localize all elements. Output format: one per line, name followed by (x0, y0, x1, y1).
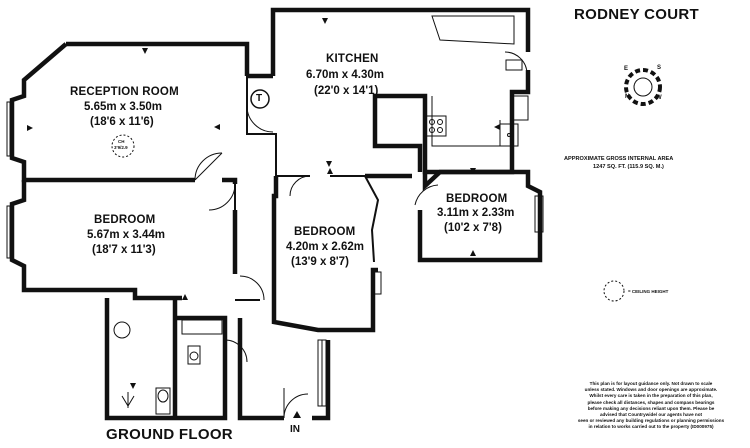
bedroom3-imperial: (10'2 x 7'8) (444, 222, 502, 234)
bedroom2-imperial: (13'9 x 8'7) (291, 256, 349, 268)
bedroom2-name: BEDROOM (294, 226, 356, 238)
gross-area-line2: 1247 SQ. FT. (115.9 SQ. M.) (593, 164, 664, 170)
bedroom2-metric: 4.20m x 2.62m (286, 241, 365, 253)
kitchen-imperial: (22'0 x 14'1) (314, 85, 379, 97)
disclaimer-line: in relation to works carried out to the … (588, 424, 714, 430)
reception-room-imperial: (18'6 x 11'6) (90, 116, 154, 128)
doors (194, 51, 528, 419)
bedroom3-name: BEDROOM (446, 193, 508, 205)
disclaimer-line: This plan is for layout guidance only. N… (589, 381, 713, 386)
disclaimer-line: advised that Countrywide/ our agents hav… (599, 412, 703, 418)
disclaimer-line: Whilst every care is taken in the prepar… (589, 393, 713, 399)
wall-heights (27, 18, 500, 389)
disclaimer: This plan is for layout guidance only. N… (556, 381, 746, 431)
bathroom-fittings (113, 319, 223, 415)
compass-s-label: S (657, 65, 662, 71)
reception-room-metric: 5.65m x 3.50m (84, 101, 163, 113)
bedroom1-name: BEDROOM (94, 214, 156, 226)
legend-marker (603, 280, 625, 302)
bedroom1-imperial: (18'7 x 11'3) (92, 244, 156, 256)
legend-ceiling-label: = CEILING HEIGHT (628, 289, 669, 294)
entrance-arrow-icon (293, 411, 301, 418)
bedroom3-metric: 3.11m x 2.33m (437, 207, 515, 219)
gross-area-line1: APPROXIMATE GROSS INTERNAL AREA (564, 156, 674, 162)
floor-label: GROUND FLOOR (106, 426, 233, 443)
windows (6, 101, 544, 407)
entrance-label: IN (290, 424, 300, 435)
kitchen-name: KITCHEN (326, 53, 379, 65)
disclaimer-line: before making any decisions reliant upon… (587, 405, 715, 411)
disclaimer-line: please check all distances, shapes and c… (587, 399, 715, 405)
ceiling-height-marker (111, 134, 135, 158)
compass-icon (624, 68, 662, 106)
reception-room-name: RECEPTION ROOM (70, 86, 179, 98)
kitchen-metric: 6.70m x 4.30m (306, 69, 385, 81)
reception-ceiling-label: CH (118, 139, 125, 144)
disclaimer-line: seen or reviewed any building regulation… (577, 418, 725, 424)
interior-walls (180, 76, 380, 319)
compass-w-label: W (656, 95, 662, 101)
page-title: RODNEY COURT (574, 6, 699, 23)
disclaimer-line: unless stated. Windows and door openings… (584, 387, 718, 393)
compass-n-label: N (625, 94, 630, 100)
reception-ceiling-value: 3'9/2.9 (114, 145, 128, 150)
cupboard-circle (250, 89, 270, 109)
bedroom1-metric: 5.67m x 3.44m (87, 229, 166, 241)
cupboard-label: T (256, 93, 263, 104)
kitchen-fittings (425, 15, 529, 147)
compass-e-label: E (624, 66, 629, 72)
